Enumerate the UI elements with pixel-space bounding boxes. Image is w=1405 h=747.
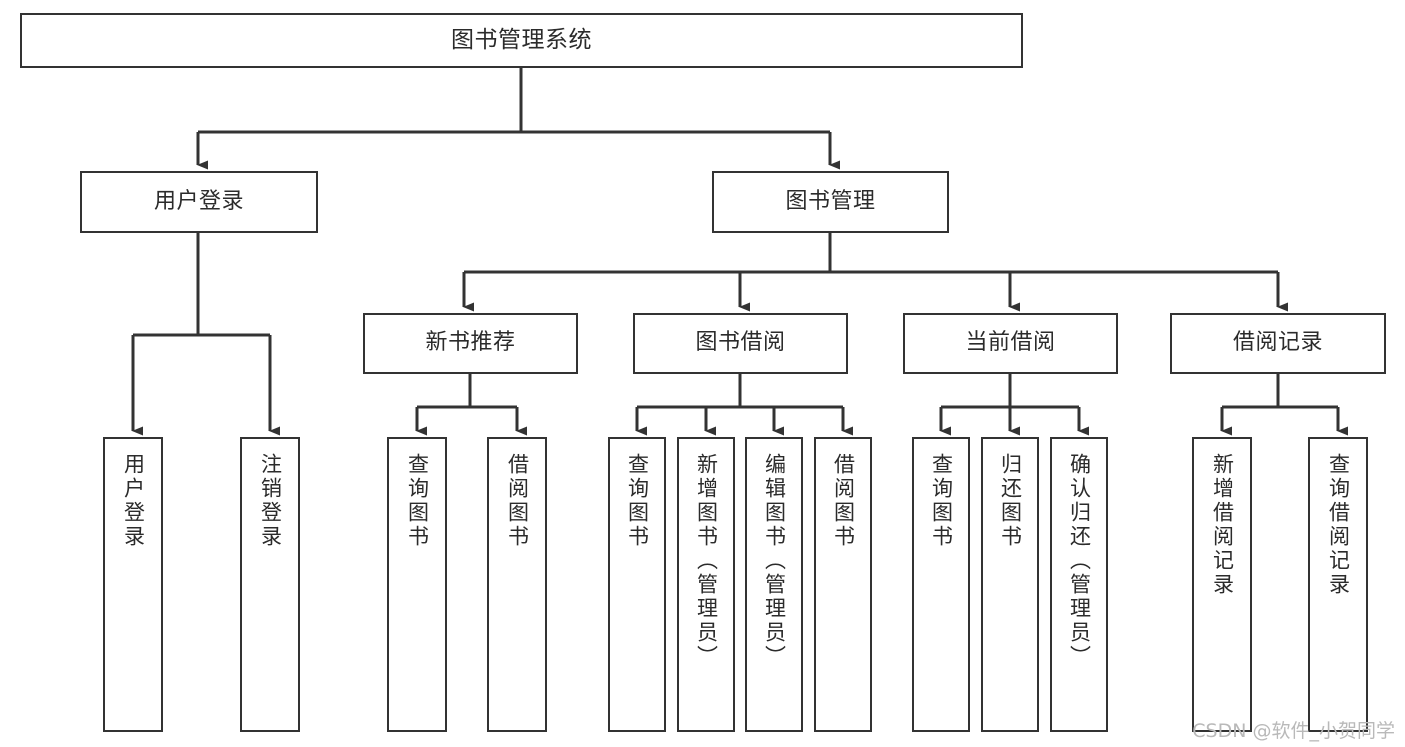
node-leaf-query-book-2[interactable]: 查询图书 — [608, 437, 666, 732]
node-leaf-borrow-book-1[interactable]: 借阅图书 — [487, 437, 547, 732]
node-leaf-user-login[interactable]: 用户登录 — [103, 437, 163, 732]
node-label: 图书管理 — [785, 188, 876, 214]
node-root-book-management-system[interactable]: 图书管理系统 — [20, 13, 1023, 68]
node-current-borrow[interactable]: 当前借阅 — [903, 313, 1118, 374]
node-leaf-confirm-return[interactable]: 确认归还（管理员） — [1050, 437, 1108, 732]
node-leaf-return-book[interactable]: 归还图书 — [981, 437, 1039, 732]
node-label: 当前借阅 — [965, 330, 1056, 356]
node-leaf-query-book-3[interactable]: 查询图书 — [912, 437, 970, 732]
node-label: 归还图书 — [998, 453, 1023, 549]
node-label: 用户登录 — [153, 188, 244, 214]
node-leaf-edit-book[interactable]: 编辑图书（管理员） — [745, 437, 803, 732]
node-leaf-logout[interactable]: 注销登录 — [240, 437, 300, 732]
node-new-book-recommend[interactable]: 新书推荐 — [363, 313, 578, 374]
node-book-manage[interactable]: 图书管理 — [712, 171, 949, 233]
node-label: 用户登录 — [121, 453, 146, 549]
node-label: 确认归还（管理员） — [1067, 453, 1092, 669]
node-label: 新书推荐 — [425, 330, 516, 356]
node-label: 新增图书（管理员） — [694, 453, 719, 669]
node-leaf-query-record[interactable]: 查询借阅记录 — [1308, 437, 1368, 732]
node-label: 借阅图书 — [831, 453, 856, 549]
node-label: 查询图书 — [405, 453, 430, 549]
node-label: 借阅记录 — [1232, 330, 1323, 356]
node-label: 图书借阅 — [695, 330, 786, 356]
node-label: 编辑图书（管理员） — [762, 453, 787, 669]
node-label: 注销登录 — [258, 453, 283, 549]
node-leaf-borrow-book-2[interactable]: 借阅图书 — [814, 437, 872, 732]
csdn-watermark: CSDN @软件_小贺同学 — [1192, 720, 1395, 742]
node-label: 查询图书 — [929, 453, 954, 549]
node-label: 借阅图书 — [505, 453, 530, 549]
node-label: 图书管理系统 — [451, 27, 592, 54]
node-book-borrow[interactable]: 图书借阅 — [633, 313, 848, 374]
node-leaf-query-book-1[interactable]: 查询图书 — [387, 437, 447, 732]
node-leaf-add-book[interactable]: 新增图书（管理员） — [677, 437, 735, 732]
node-label: 查询借阅记录 — [1326, 453, 1351, 597]
node-borrow-record[interactable]: 借阅记录 — [1170, 313, 1386, 374]
node-label: 查询图书 — [625, 453, 650, 549]
node-leaf-add-record[interactable]: 新增借阅记录 — [1192, 437, 1252, 732]
node-user-login[interactable]: 用户登录 — [80, 171, 318, 233]
node-label: 新增借阅记录 — [1210, 453, 1235, 597]
